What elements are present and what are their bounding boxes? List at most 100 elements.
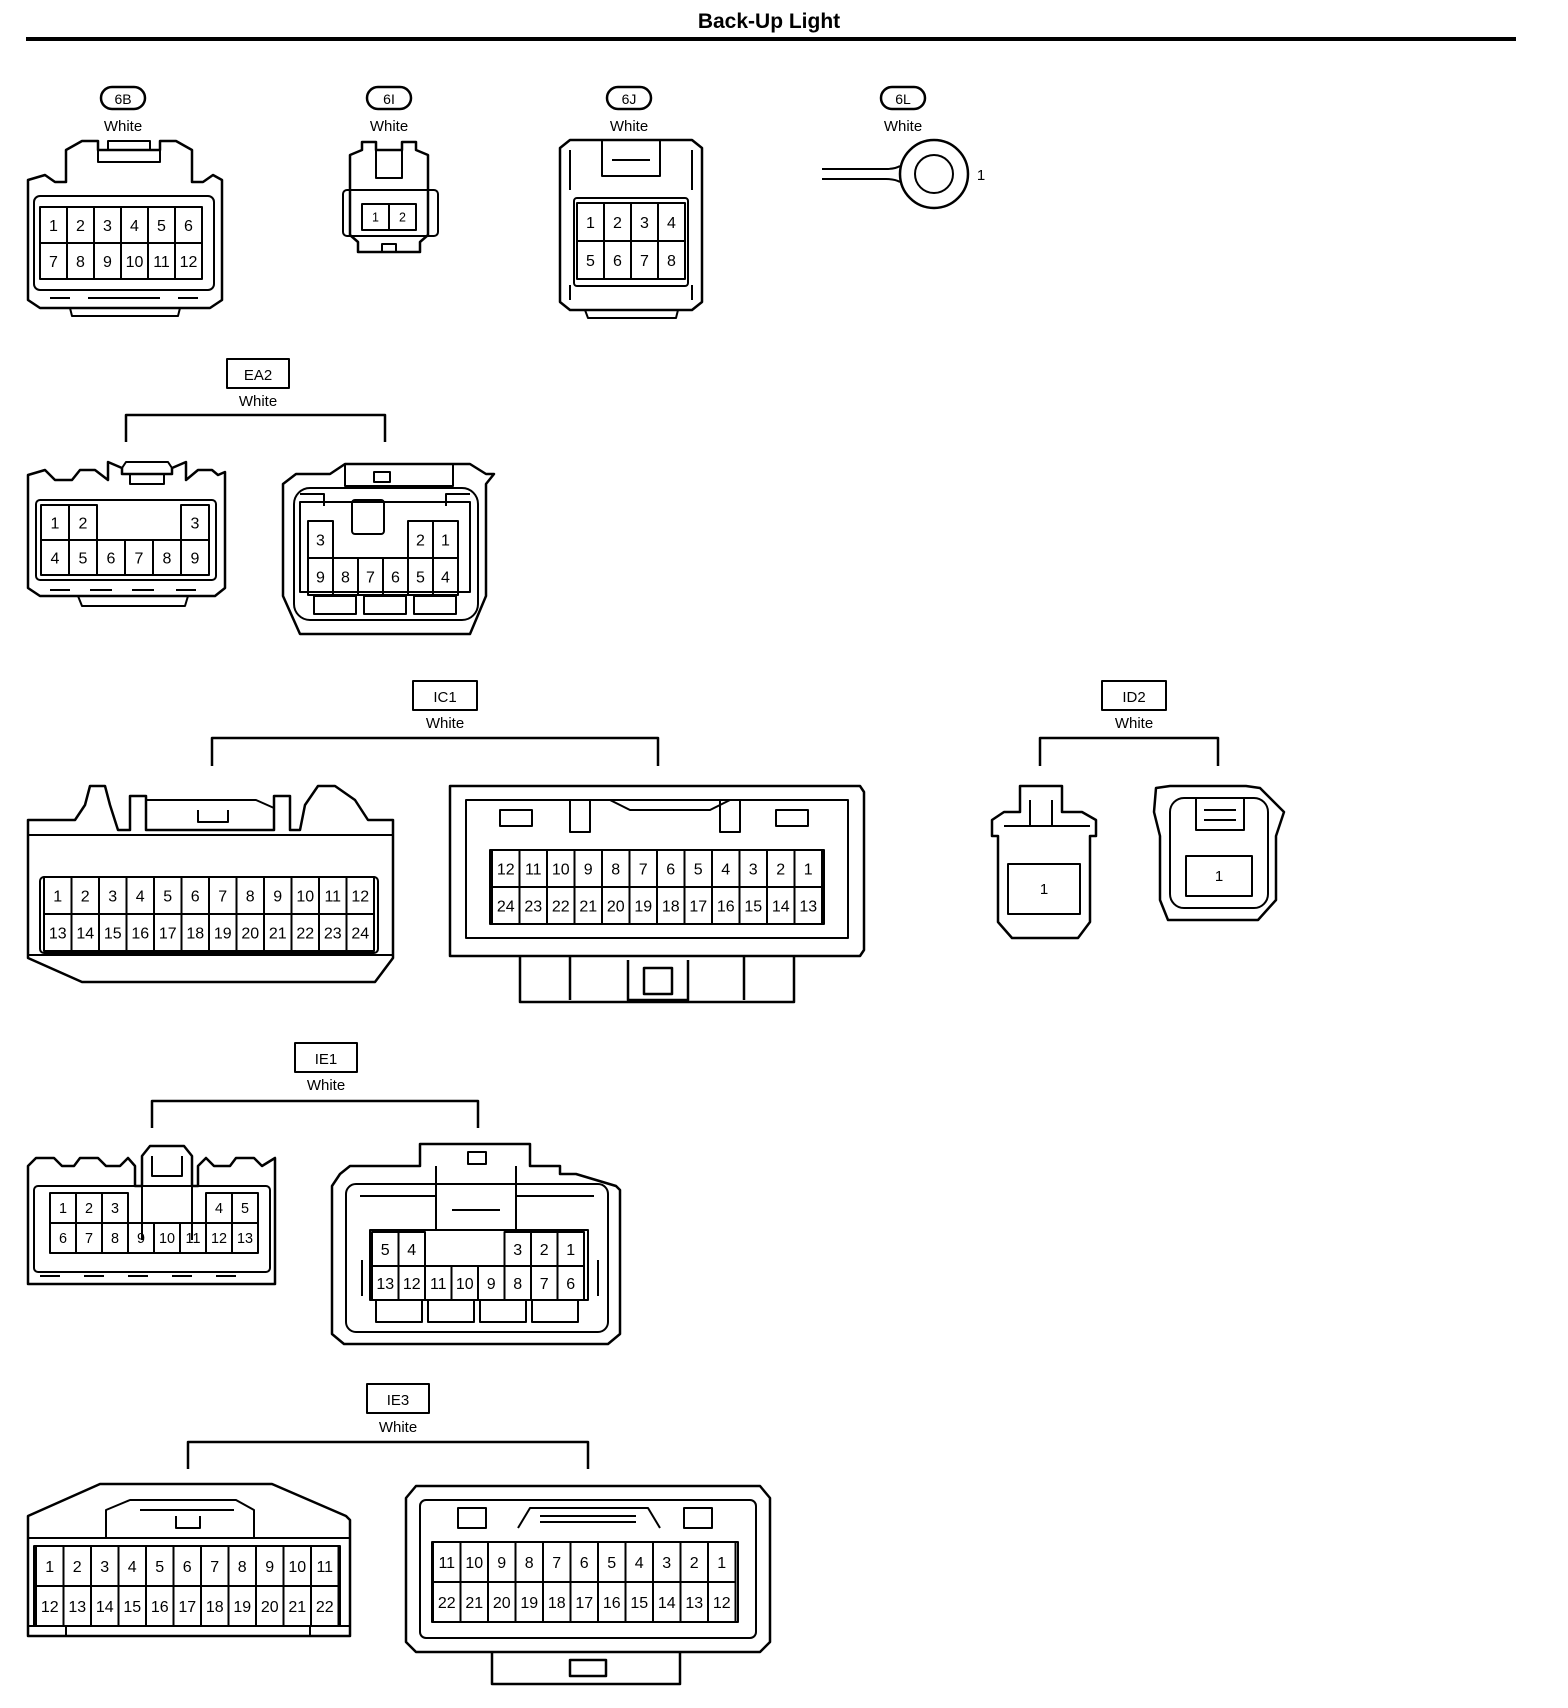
connector-ea2-female-center-key (351, 499, 385, 535)
pin-number: 8 (513, 1276, 522, 1293)
pin-number: 2 (73, 1559, 82, 1576)
pin-number: 24 (497, 898, 515, 915)
connector-6j-bottom (584, 309, 679, 319)
pin-number: 5 (241, 1201, 249, 1217)
pin-number: 8 (611, 861, 620, 878)
pin-number: 17 (159, 925, 177, 942)
connector-ie1-female-side-slots (360, 1195, 599, 1296)
pin-number: 8 (163, 550, 172, 567)
pin-number: 4 (128, 1559, 137, 1576)
pin-number: 22 (296, 925, 314, 942)
connector-ea2-color: White (239, 393, 277, 410)
pin-number: 18 (186, 925, 204, 942)
pin-number: 8 (111, 1231, 119, 1247)
connector-id2-male-pin: 1 (1040, 881, 1048, 898)
connector-ie1-female-latch (435, 1166, 517, 1231)
connector-ic1-female-bottom (518, 956, 796, 1004)
pin-number: 10 (159, 1231, 175, 1247)
connector-6i-key (381, 243, 397, 253)
pin-number: 1 (586, 215, 595, 232)
connector-6i-color: White (370, 118, 408, 135)
pin-number: 8 (667, 253, 676, 270)
connector-ie1-label-box (294, 1042, 358, 1073)
connector-6l-pin-label: 1 (977, 167, 985, 184)
pin-number: 7 (640, 253, 649, 270)
connector-6b-housing (26, 139, 224, 310)
connector-ea2-female-top-tab (344, 463, 454, 487)
pin-number: 14 (658, 1595, 676, 1612)
pin-number: 10 (288, 1559, 306, 1576)
pin-number: 1 (59, 1201, 67, 1217)
pin-number: 9 (487, 1276, 496, 1293)
pin-number: 14 (76, 925, 94, 942)
pin-number: 5 (155, 1559, 164, 1576)
connector-ie1-male-latch (141, 1156, 193, 1240)
pin-number: 16 (717, 898, 735, 915)
connector-ic1-female-housing (448, 784, 866, 958)
pin-number: 13 (237, 1231, 253, 1247)
connector-ea2-female-face (299, 501, 471, 593)
connector-6j-housing (558, 138, 704, 312)
pin-number: 7 (552, 1555, 561, 1572)
pin-number: 9 (584, 861, 593, 878)
pin-number: 3 (103, 218, 112, 235)
connector-id2-male-housing (990, 784, 1098, 940)
pin-number: 19 (520, 1595, 538, 1612)
pin-number: 5 (694, 861, 703, 878)
pin-number: 21 (269, 925, 287, 942)
pin-number: 19 (233, 1599, 251, 1616)
pin-number: 6 (107, 550, 116, 567)
pin-number: 14 (96, 1599, 114, 1616)
connector-ie3-female-top-detail (457, 1507, 713, 1529)
pin-number: 5 (157, 218, 166, 235)
pin-number: 20 (493, 1595, 511, 1612)
connector-6i-label-box (365, 85, 413, 111)
connector-6j-color: White (610, 118, 648, 135)
connector-6j-side-rails (569, 150, 693, 300)
pin-number: 7 (210, 1559, 219, 1576)
pin-number: 13 (799, 898, 817, 915)
pin-number: 2 (690, 1555, 699, 1572)
pin-number: 9 (265, 1559, 274, 1576)
pin-number: 3 (513, 1242, 522, 1259)
pin-number: 8 (76, 254, 85, 271)
pin-number: 10 (552, 861, 570, 878)
connector-ie3-male-latch (105, 1499, 255, 1538)
connector-ie3-female-bottom (490, 1652, 682, 1686)
connector-ie1-id: IE1 (315, 1051, 338, 1068)
pin-number: 1 (45, 1559, 54, 1576)
pin-number: 10 (456, 1276, 474, 1293)
connector-6i-housing (348, 140, 430, 254)
pin-number: 9 (273, 888, 282, 905)
pin-number: 15 (744, 898, 762, 915)
pin-number: 12 (180, 254, 198, 271)
connector-6j-label-box (605, 85, 653, 111)
pin-number: 7 (49, 254, 58, 271)
connector-ic1-color: White (426, 715, 464, 732)
pin-cell (388, 203, 417, 231)
pin-number: 8 (525, 1555, 534, 1572)
pin-number: 2 (399, 210, 406, 224)
pin-number: 7 (218, 888, 227, 905)
connector-ea2-female-top-key (373, 471, 391, 483)
connector-id2-color: White (1115, 715, 1153, 732)
connector-6b-label-box (99, 85, 147, 111)
pin-number: 11 (438, 1555, 455, 1572)
pin-number: 3 (108, 888, 117, 905)
title-rule (26, 37, 1516, 41)
pin-number: 6 (666, 861, 675, 878)
connector-6l-label-box (879, 85, 927, 111)
connector-ea2-female-housing (281, 462, 496, 636)
connector-ie3-female-inner-wall (419, 1499, 757, 1639)
pin-number: 13 (68, 1599, 86, 1616)
connector-ic1-female-inner-wall (465, 799, 849, 939)
pin-cell (657, 240, 686, 280)
pin-number: 5 (381, 1242, 390, 1259)
pin-number: 1 (804, 861, 813, 878)
